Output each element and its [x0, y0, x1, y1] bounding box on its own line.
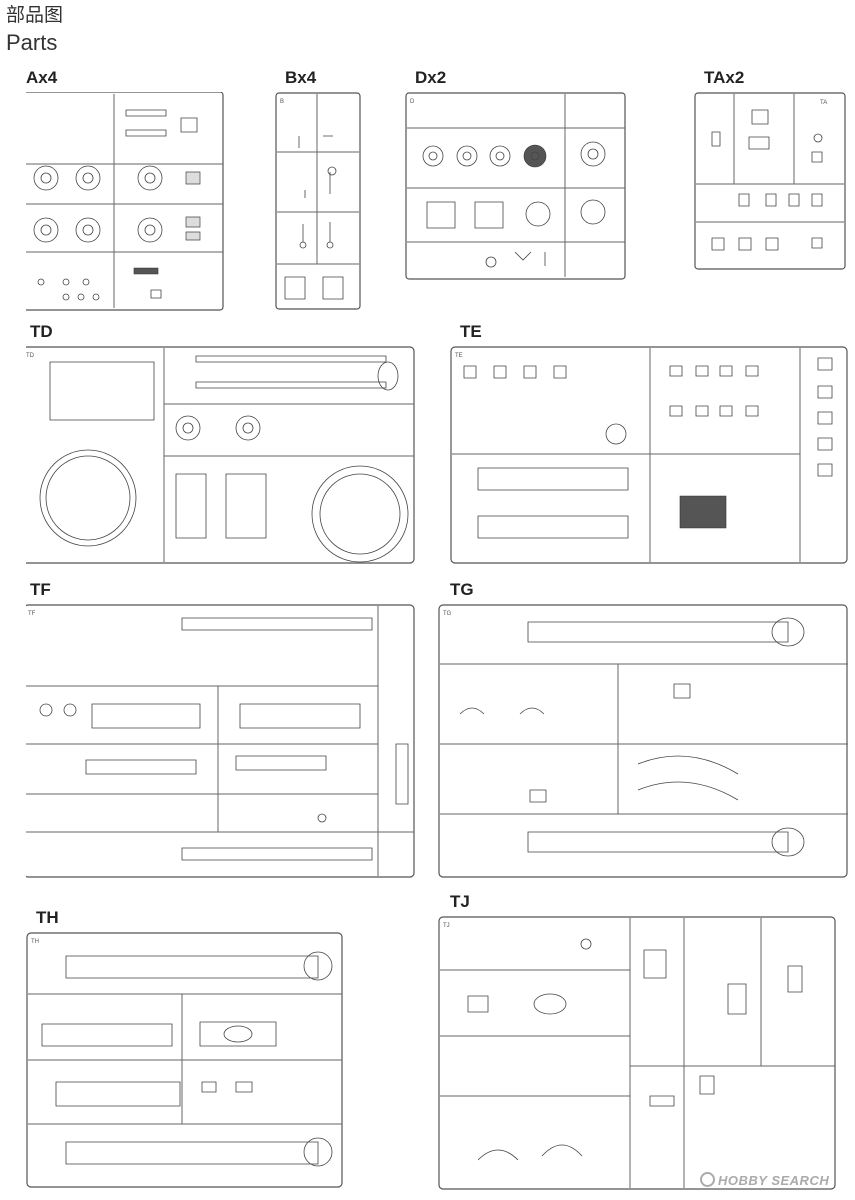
- sprue-a: Ax4 A: [26, 68, 226, 314]
- sprue-b: Bx4 B: [275, 68, 362, 312]
- sprue-tg-frame: [439, 605, 847, 877]
- td-turret-ring: [40, 450, 136, 546]
- sprue-ta-title: TAx2: [704, 68, 745, 87]
- sprue-th: TH TH: [26, 908, 344, 1190]
- hobby-search-watermark-text: HOBBY SEARCH: [718, 1173, 830, 1188]
- sprue-th-title: TH: [36, 908, 59, 927]
- hobby-search-watermark: HOBBY SEARCH: [700, 1172, 829, 1188]
- sprue-tg-title: TG: [450, 580, 474, 599]
- sprue-tg-drawing: TG: [438, 604, 849, 880]
- sprue-te-title: TE: [460, 322, 482, 341]
- sprue-te: TE TE: [450, 322, 849, 568]
- header-title-cn: 部品图: [6, 4, 64, 26]
- sprue-ta-tag: TA: [820, 100, 827, 106]
- sprue-td-title: TD: [30, 322, 53, 341]
- sprue-tj: TJ TJ: [438, 892, 849, 1192]
- sprue-tg: TG TG: [438, 580, 849, 880]
- sprue-tf-drawing: TF: [26, 604, 416, 880]
- sprue-te-frame: [451, 347, 847, 563]
- sprue-d-drawing: D: [405, 92, 627, 282]
- hobby-search-logo-icon: [700, 1172, 715, 1187]
- sprue-ta-drawing: TA: [694, 92, 849, 271]
- sprue-ta: TAx2 TA: [694, 68, 849, 271]
- sprue-a-frame: [26, 92, 223, 310]
- sprue-td: TD TD: [26, 322, 416, 568]
- sprue-tf: TF TF: [26, 580, 416, 880]
- sprue-d-title: Dx2: [415, 68, 447, 87]
- sprue-a-wheels: [34, 166, 162, 242]
- sprue-td-frame: [26, 347, 414, 563]
- td-mantlet-ring: [312, 466, 408, 562]
- sprue-tj-drawing: TJ: [438, 916, 849, 1192]
- sprue-tg-tag: TG: [443, 611, 452, 617]
- sprue-d-frame: [406, 93, 625, 279]
- sprue-th-drawing: TH: [26, 932, 344, 1190]
- sprue-tf-title: TF: [30, 580, 51, 599]
- sprue-tj-title: TJ: [450, 892, 470, 911]
- td-hull-plate: [50, 362, 154, 420]
- sprue-tj-frame: [439, 917, 835, 1189]
- sprue-ta-frame: [695, 93, 845, 269]
- sprue-te-drawing: TE: [450, 346, 849, 568]
- sprue-tj-tag: TJ: [443, 923, 450, 929]
- sprue-b-frame: [276, 93, 360, 309]
- sprue-te-tag: TE: [455, 353, 463, 359]
- sprue-b-drawing: B: [275, 92, 362, 312]
- sprue-td-tag: TD: [26, 353, 35, 359]
- sprue-d: Dx2 D: [405, 68, 627, 282]
- sprue-tf-frame: [26, 605, 414, 877]
- sprue-td-drawing: TD: [26, 346, 416, 568]
- sprue-tf-tag: TF: [28, 611, 36, 617]
- sprue-b-tag: B: [280, 99, 284, 105]
- sprue-a-drawing: A: [26, 92, 226, 314]
- sprue-d-tag: D: [410, 99, 415, 105]
- sprue-th-tag: TH: [31, 939, 39, 945]
- sprue-a-title: Ax4: [26, 68, 58, 87]
- header-title-en: Parts: [6, 30, 58, 55]
- sprue-b-title: Bx4: [285, 68, 317, 87]
